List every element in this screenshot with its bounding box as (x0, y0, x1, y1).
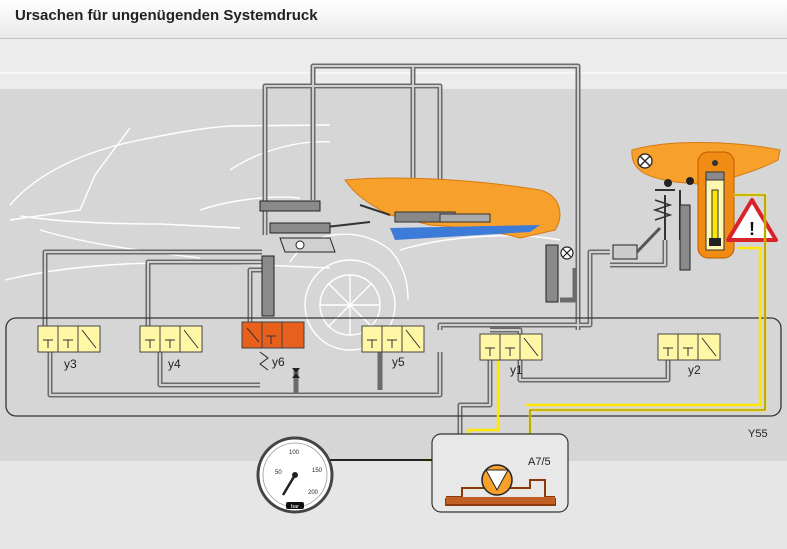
valve-label-y3: y3 (64, 357, 77, 371)
gauge-unit: bar (291, 504, 299, 510)
pressure-gauge-icon: 50 100 150 200 bar (256, 436, 334, 514)
valve-y4: y4 (139, 325, 203, 371)
hydraulic-cylinders (259, 200, 559, 317)
svg-text:!: ! (749, 219, 755, 239)
pump-label: A7/5 (528, 456, 551, 468)
pump-unit: A7/5 (431, 433, 569, 513)
pump-icon (481, 464, 513, 496)
valve-label-y4: y4 (168, 357, 181, 371)
pipe-network-inner (44, 65, 669, 460)
valve-y2: y2 (657, 333, 721, 377)
valve-y6: y6 (241, 321, 305, 378)
valve-label-y1: y1 (510, 363, 523, 377)
gauge-tick-150: 150 (312, 468, 323, 474)
title-bar: Ursachen für ungenügenden Systemdruck (0, 0, 787, 39)
gauge-tick-100: 100 (289, 450, 300, 456)
valve-y5: y5 (361, 325, 425, 369)
roof-mechanism (299, 177, 561, 240)
page-title: Ursachen für ungenügenden Systemdruck (15, 7, 318, 24)
valve-label-y6: y6 (272, 355, 285, 369)
valve-label-y5: y5 (392, 355, 405, 369)
valve-block-y55 (5, 317, 782, 417)
limit-switch (697, 151, 735, 259)
lower-band (0, 461, 787, 549)
valve-block-label: Y55 (748, 428, 768, 440)
gauge-tick-50: 50 (275, 470, 282, 476)
valve-y1: y1 (479, 333, 543, 377)
valve-label-y2: y2 (688, 363, 701, 377)
sensor-icon (560, 246, 574, 260)
gauge-tick-200: 200 (308, 490, 319, 496)
valve-y3: y3 (37, 325, 101, 371)
